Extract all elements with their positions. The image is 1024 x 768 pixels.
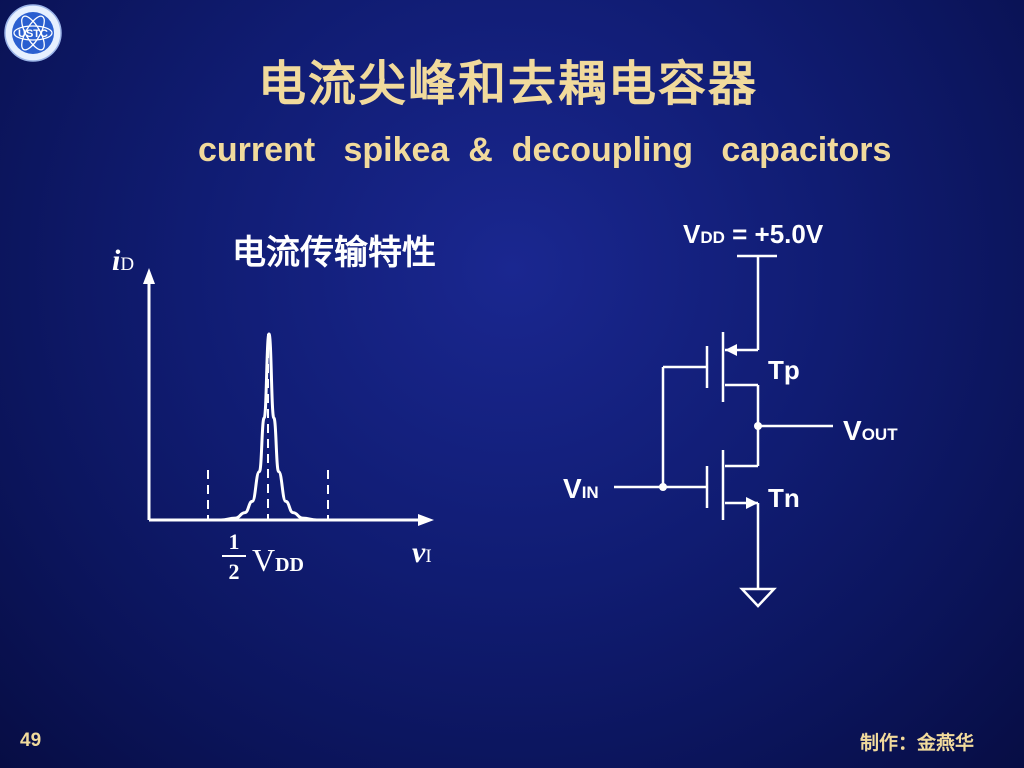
y-axis-arrow — [143, 268, 155, 284]
vout-main: V — [843, 415, 862, 446]
tp-label: Tp — [768, 355, 800, 385]
slide-title-chinese: 电流尖峰和去耦电容器 — [258, 56, 759, 112]
vin-sub: IN — [581, 483, 599, 502]
x-axis-sub: I — [425, 546, 432, 567]
vout-label: VOUT — [843, 414, 898, 452]
slide-title-english: current spikea & decoupling capacitors — [198, 131, 892, 169]
y-axis-var: i — [112, 244, 121, 277]
y-axis-sub: D — [120, 254, 135, 275]
vdd-label: VDD = +5.0V — [683, 218, 823, 254]
output-junction — [754, 422, 762, 430]
y-axis-label: iD — [112, 244, 134, 282]
x-axis-label: vI — [412, 536, 432, 574]
page-number: 49 — [20, 730, 42, 751]
x-axis-var: v — [412, 536, 426, 569]
tn-arrow — [746, 497, 758, 509]
tn-label: Tn — [768, 483, 800, 513]
vin-main: V — [563, 473, 582, 504]
vdd-value: = +5.0V — [724, 219, 824, 249]
half-vdd-main: V — [252, 542, 276, 578]
vdd-main: V — [683, 219, 701, 249]
half-fraction: 1 2 — [222, 530, 246, 584]
tp-arrow — [725, 344, 737, 356]
input-junction — [659, 483, 667, 491]
ground-symbol — [739, 587, 777, 608]
half-vdd-label: VDD — [252, 542, 304, 583]
half-vdd-sub: DD — [275, 554, 304, 576]
university-logo: USTC — [4, 4, 62, 62]
vout-sub: OUT — [861, 425, 898, 444]
vdd-sub: DD — [700, 228, 725, 247]
current-spike-curve — [149, 332, 389, 522]
author-credit: 制作：金燕华 — [860, 732, 975, 754]
chart-title: 电流传输特性 — [232, 233, 436, 273]
vin-label: VIN — [563, 472, 599, 510]
chart-series — [149, 332, 389, 522]
fraction-numerator: 1 — [222, 530, 246, 557]
fraction-denominator: 2 — [228, 559, 240, 584]
logo-text: USTC — [18, 28, 48, 40]
x-axis-arrow — [418, 514, 434, 526]
